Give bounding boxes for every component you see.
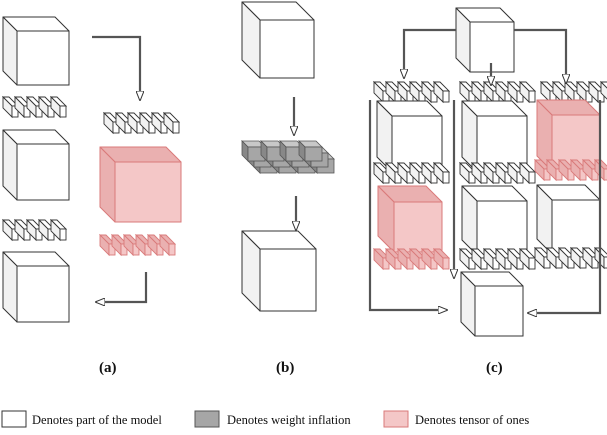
c-mid-cube-1 (461, 100, 528, 173)
b-inflation-block-cell (298, 140, 323, 162)
c-mid-bars-2-bar (470, 161, 489, 185)
c-mid-bars-2-bar (518, 161, 537, 185)
a-bars-right-bar (162, 111, 181, 135)
a-bars-ones (98, 233, 177, 257)
a-bars-2-bar (37, 218, 56, 242)
a-bars-1 (1, 95, 68, 119)
a-arrow-back (96, 272, 148, 302)
c-right-bars-3-bar (581, 246, 600, 270)
a-cube-bot (2, 251, 70, 323)
a-arrow-down (92, 35, 140, 100)
legend-swatch-ones (383, 410, 409, 428)
a-bars-right-bar (102, 111, 121, 135)
legend-label-ones: Denotes tensor of ones (415, 413, 529, 427)
c-right-bars-1-bar (551, 80, 570, 104)
c-left-bars-2-bar (396, 161, 415, 185)
c-left-bars-ones-bar (432, 247, 451, 271)
c-arrow-left-skip (368, 100, 447, 310)
c-arrow-right-skip (528, 100, 602, 313)
c-mid-bars-2-bar (458, 161, 477, 185)
caption-a: (a) (99, 360, 117, 376)
c-left-bars-2-bar (420, 161, 439, 185)
c-mid-bars-1 (458, 80, 537, 104)
diagram-arrows (92, 28, 602, 313)
c-arrow-right (514, 28, 566, 83)
c-mid-cube-2 (461, 185, 528, 256)
c-left-cube-ones (377, 185, 443, 253)
a-bars-right (102, 111, 181, 135)
a-bars-2-bar (1, 218, 20, 242)
a-bars-ones-bar (158, 233, 177, 257)
a-cube-mid (2, 129, 70, 201)
c-arrow-left (404, 28, 456, 78)
c-right-bars-ones-bar (557, 158, 576, 182)
c-right-bars-ones-bar (569, 158, 588, 182)
a-bars-ones-bar (146, 233, 165, 257)
c-cube-bottom (460, 271, 524, 337)
diagram-shapes (1, 1, 607, 337)
c-left-bars-2-bar (384, 161, 403, 185)
c-left-bars-1 (372, 80, 451, 104)
c-left-cube-1 (376, 100, 443, 173)
c-cube-top (455, 7, 515, 73)
c-left-bars-2-bar (432, 161, 451, 185)
c-right-bars-3-bar (569, 246, 588, 270)
caption-b: (b) (276, 360, 294, 376)
a-cube-ones (99, 146, 182, 223)
c-right-bars-3 (533, 246, 607, 270)
c-right-bars-1 (539, 80, 607, 104)
legend-label-inflation: Denotes weight inflation (227, 413, 351, 427)
c-right-bars-ones-bar (545, 158, 564, 182)
c-mid-bars-1-bar (518, 80, 537, 104)
c-mid-bars-3-bar (494, 247, 513, 271)
c-mid-bars-2 (458, 161, 537, 185)
c-right-cube-ones (536, 99, 601, 172)
caption-c: (c) (486, 360, 503, 376)
c-mid-bars-3-bar (506, 247, 525, 271)
c-right-bars-3-bar (557, 246, 576, 270)
b-cube-top (241, 1, 315, 79)
c-left-bars-ones (372, 247, 451, 271)
c-right-cube-2 (536, 184, 601, 255)
c-left-bars-2 (372, 161, 451, 185)
c-right-bars-ones (533, 158, 607, 182)
a-cube-top (2, 16, 70, 86)
c-mid-bars-3 (458, 247, 537, 271)
a-bars-2 (1, 218, 68, 242)
b-inflation-block-cell (241, 140, 266, 162)
legend-swatch-inflation (194, 410, 220, 428)
legend-label-model: Denotes part of the model (32, 413, 162, 427)
a-bars-1-bar (37, 95, 56, 119)
a-bars-1-bar (49, 95, 68, 119)
legend-swatch-model (1, 410, 27, 428)
c-left-bars-ones-bar (420, 247, 439, 271)
a-bars-2-bar (49, 218, 68, 242)
c-left-bars-1-bar (432, 80, 451, 104)
b-inflation-block (241, 140, 335, 174)
c-right-bars-ones-bar (533, 158, 552, 182)
b-cube-bot (241, 230, 317, 312)
c-right-bars-1-bar (599, 80, 607, 100)
legend: Denotes part of the model Denotes weight… (1, 410, 529, 428)
a-bars-2-bar (25, 218, 44, 242)
